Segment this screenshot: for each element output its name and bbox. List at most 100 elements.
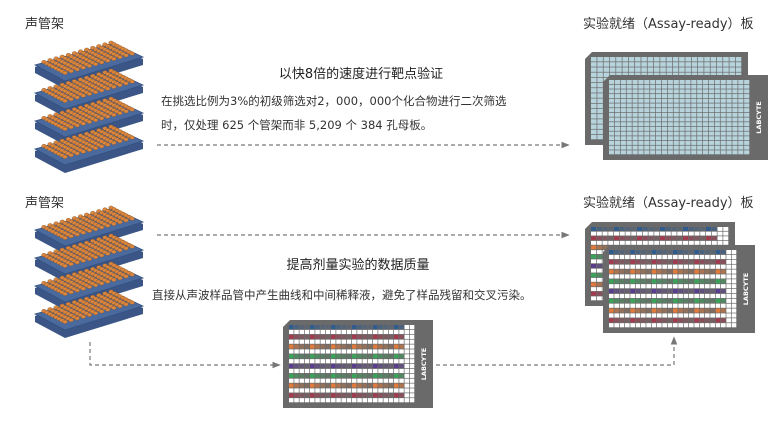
well [660, 236, 666, 241]
well [637, 227, 643, 231]
well [720, 117, 726, 122]
well [683, 289, 689, 294]
well [744, 94, 750, 99]
well [689, 259, 694, 264]
well [591, 245, 597, 250]
well [304, 378, 310, 383]
well [744, 140, 750, 145]
well [346, 359, 352, 364]
well [357, 368, 362, 374]
well [683, 264, 689, 269]
well [409, 364, 415, 369]
well [373, 329, 378, 335]
well [641, 62, 647, 67]
well [341, 329, 347, 335]
well [341, 339, 347, 344]
well [650, 103, 656, 108]
well [660, 231, 666, 236]
well [689, 318, 694, 323]
well [672, 67, 679, 72]
well [299, 393, 305, 398]
well [299, 368, 305, 374]
well [641, 269, 646, 274]
well [641, 303, 646, 308]
well [705, 318, 710, 323]
well [641, 274, 646, 279]
well [661, 108, 668, 113]
well [738, 80, 744, 84]
well [635, 254, 641, 260]
well [673, 264, 678, 269]
well [341, 378, 347, 383]
well [705, 254, 710, 260]
well [651, 308, 657, 313]
well [378, 368, 383, 374]
tube [68, 69, 74, 74]
well [694, 289, 699, 294]
well [710, 313, 715, 318]
well [630, 318, 635, 323]
well [320, 359, 326, 364]
well [625, 274, 630, 279]
well [694, 279, 699, 284]
well [678, 284, 683, 289]
well [667, 250, 673, 255]
well [661, 94, 668, 99]
well [667, 323, 673, 328]
well [644, 145, 650, 150]
well [320, 354, 326, 359]
well [729, 62, 736, 67]
well [665, 231, 671, 236]
well [647, 72, 654, 78]
well [304, 383, 310, 388]
well [662, 259, 667, 264]
well [731, 284, 737, 289]
well [614, 145, 621, 150]
well [614, 236, 620, 241]
well [614, 259, 619, 264]
well [697, 150, 703, 155]
well [683, 227, 689, 231]
well [694, 259, 699, 264]
well [614, 264, 619, 269]
tube [80, 230, 86, 235]
section1-line2: 时，仅处理 625 个管架而非 5,209 个 384 孔母板。 [161, 118, 433, 132]
well [404, 383, 410, 388]
tube [86, 119, 93, 124]
tube [86, 147, 93, 152]
well [685, 136, 691, 141]
well [650, 136, 656, 141]
well [721, 323, 726, 328]
well [336, 354, 341, 359]
well [331, 354, 336, 359]
well [609, 298, 614, 303]
well [678, 308, 683, 313]
well [591, 62, 597, 67]
well [732, 80, 738, 84]
well [744, 145, 750, 150]
well [642, 236, 648, 241]
well [726, 323, 731, 328]
well [661, 98, 668, 103]
well [325, 359, 331, 364]
well [626, 94, 632, 99]
well [703, 108, 709, 113]
well [635, 303, 641, 308]
well [625, 236, 631, 241]
well [650, 117, 656, 122]
well [626, 80, 632, 84]
well [399, 354, 404, 359]
well [651, 284, 657, 289]
well [657, 250, 662, 255]
well [667, 279, 673, 284]
well [304, 398, 310, 403]
plate-label-bottom: 实验就绪（Assay-ready）板 [583, 196, 754, 211]
well [656, 84, 662, 89]
well [331, 383, 336, 388]
well [383, 368, 389, 374]
well [597, 98, 603, 103]
well [597, 67, 603, 72]
well [638, 108, 644, 113]
well [667, 140, 673, 145]
